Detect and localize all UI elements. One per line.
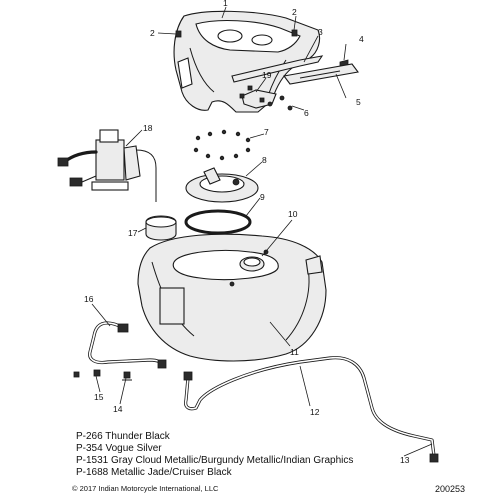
- callout-14: 14: [113, 404, 123, 414]
- callout-10: 10: [288, 209, 298, 219]
- callout-2a: 2: [150, 28, 155, 38]
- pump-flange-part-8[interactable]: [185, 167, 259, 203]
- trim-strip-part-3[interactable]: [231, 55, 324, 83]
- clamp-part-14[interactable]: [122, 371, 132, 381]
- fuel-tank-part-11[interactable]: [137, 233, 327, 362]
- callout-1: 1: [223, 0, 228, 8]
- hose-fitting-part-13[interactable]: [429, 453, 439, 463]
- callout-17: 17: [128, 228, 138, 238]
- callout-6: 6: [304, 108, 309, 118]
- callout-11: 11: [290, 347, 299, 357]
- bracket-part-19[interactable]: [239, 85, 277, 109]
- drawing-number: 200253: [435, 484, 466, 494]
- callout-16: 16: [84, 294, 94, 304]
- fuel-line-part-16[interactable]: [88, 321, 167, 369]
- callout-labels: 1 2 2 3 4 5 6 7 8 9 10 11 12 13 14 15 16…: [84, 0, 410, 465]
- fuel-gauge-part-10[interactable]: [239, 249, 269, 272]
- callout-18: 18: [143, 123, 153, 133]
- callout-8: 8: [262, 155, 267, 165]
- callout-15: 15: [94, 392, 104, 402]
- fuel-pump-part-18[interactable]: [57, 129, 157, 202]
- screw-part-2b[interactable]: [291, 29, 298, 37]
- callout-2b: 2: [292, 7, 297, 17]
- fuel-cap-part-17[interactable]: [145, 215, 177, 241]
- clamp-part-15[interactable]: [73, 369, 101, 378]
- screw-part-2a[interactable]: [175, 30, 182, 38]
- plate-part-5[interactable]: [283, 63, 359, 85]
- color-legend-item-4: P-1688 Metallic Jade/Cruiser Black: [76, 467, 232, 478]
- callout-3: 3: [318, 27, 323, 37]
- color-legend-item-1: P-266 Thunder Black: [76, 431, 170, 442]
- gasket-part-9[interactable]: [184, 209, 252, 235]
- fastener-part-6[interactable]: [267, 95, 293, 111]
- callout-13: 13: [400, 455, 410, 465]
- color-legend-item-3: P-1531 Gray Cloud Metallic/Burgundy Meta…: [76, 455, 354, 466]
- tank-console-part-1[interactable]: [173, 10, 321, 113]
- screw-set-part-7[interactable]: [193, 129, 251, 161]
- leader-lines: [91, 6, 433, 457]
- color-legend-item-2: P-354 Vogue Silver: [76, 443, 162, 454]
- callout-12: 12: [310, 407, 320, 417]
- callout-4: 4: [359, 34, 364, 44]
- callout-19: 19: [262, 70, 272, 80]
- vent-hose-part-12[interactable]: [183, 356, 436, 458]
- callout-5: 5: [356, 97, 361, 107]
- copyright-notice: © 2017 Indian Motorcycle International, …: [72, 484, 219, 493]
- callout-9: 9: [260, 192, 265, 202]
- callout-7: 7: [264, 127, 269, 137]
